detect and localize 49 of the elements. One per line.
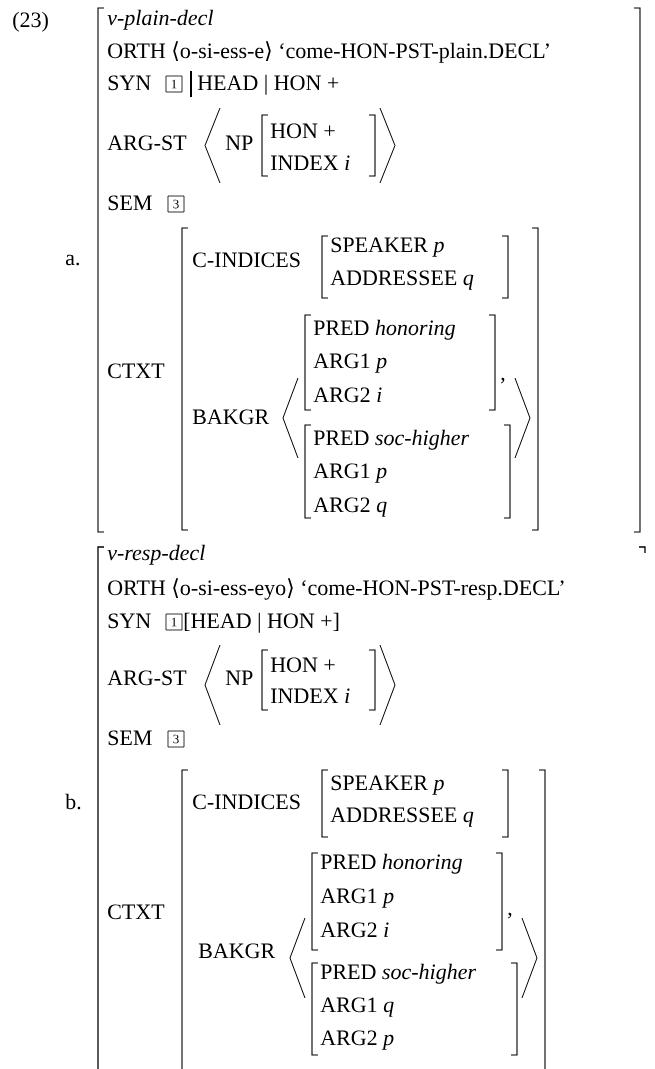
feature-label: SEM xyxy=(108,195,152,211)
feature-label: SYN xyxy=(108,75,151,91)
feature-label: a. xyxy=(65,254,79,266)
type-label: v-plain-decl xyxy=(107,9,213,30)
feature-label: SPEAKER p xyxy=(331,237,444,257)
feature-label: NP xyxy=(225,135,253,150)
feature-label: ADDRESSEE q xyxy=(330,270,474,290)
feature-label: HEAD | HON + xyxy=(197,74,339,95)
tag-box: 1 xyxy=(165,613,183,631)
feature-label: ARG1 q xyxy=(320,997,394,1017)
tag-box: 3 xyxy=(167,195,185,213)
feature-label: BAKGR xyxy=(198,943,276,959)
feature-label: CTXT xyxy=(108,363,165,379)
feature-label: SYN xyxy=(108,613,151,629)
feature-label: CTXT xyxy=(108,904,165,920)
feature-label: ORTH ⟨o-si-ess-eyo⟩ ‘come-HON-PST-resp.DECL’ xyxy=(108,578,564,600)
feature-label: NP xyxy=(225,670,253,685)
feature-label: SEM xyxy=(108,730,152,746)
feature-label: C-INDICES xyxy=(193,794,300,810)
feature-label: ORTH ⟨o-si-ess-e⟩ ‘come-HON-PST-plain.DECL’ xyxy=(108,41,549,63)
feature-label: ARG2 i xyxy=(320,922,389,938)
feature-label: , xyxy=(501,377,505,384)
feature-label: ARG1 p xyxy=(313,353,387,373)
tag-box: 3 xyxy=(167,730,185,748)
feature-label: ARG-ST xyxy=(107,135,187,151)
feature-label: ARG2 i xyxy=(313,387,382,403)
tag-box: 1 xyxy=(165,75,183,93)
feature-label: ARG-ST xyxy=(107,670,187,686)
feature-label: ADDRESSEE q xyxy=(330,807,474,827)
feature-label: ARG1 p xyxy=(320,888,394,908)
feature-label: HON + xyxy=(270,657,335,673)
feature-label: [HEAD | HON +] xyxy=(184,612,339,633)
feature-label: PRED soc-higher xyxy=(313,429,470,450)
feature-label: C-INDICES xyxy=(193,252,300,268)
feature-label: PRED soc-higher xyxy=(320,963,477,984)
feature-label: INDEX i xyxy=(271,155,350,171)
feature-label: b. xyxy=(65,793,81,810)
feature-label: ARG2 q xyxy=(313,497,387,517)
feature-label: PRED honoring xyxy=(313,319,455,340)
feature-label: SPEAKER p xyxy=(331,775,444,795)
feature-label: , xyxy=(508,912,512,919)
feature-label: BAKGR xyxy=(192,409,270,425)
feature-label: HON + xyxy=(270,123,335,139)
feature-label: ARG2 p xyxy=(320,1030,394,1050)
feature-label: (23) xyxy=(13,11,48,32)
type-label: v-resp-decl xyxy=(107,544,205,565)
feature-label: PRED honoring xyxy=(320,853,462,874)
feature-label: INDEX i xyxy=(271,688,350,704)
feature-label: ARG1 p xyxy=(313,463,387,483)
